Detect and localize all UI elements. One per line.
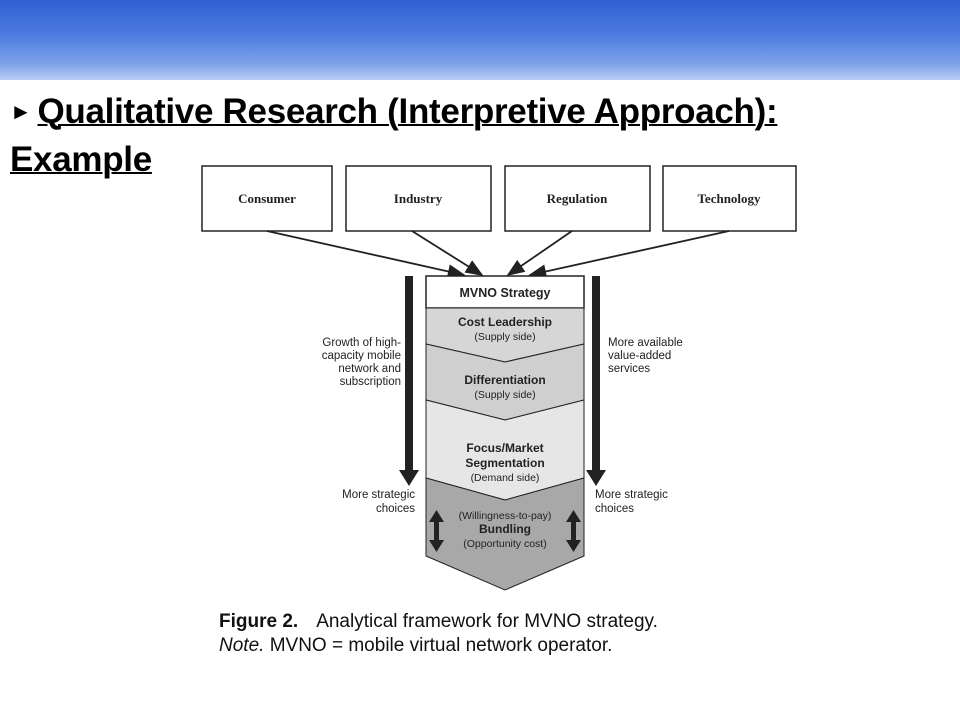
- left-vertical-arrow: [399, 276, 419, 486]
- slide-title: ►Qualitative Research (Interpretive Appr…: [10, 88, 910, 184]
- stage-subtitle-cost-leadership: (Supply side): [474, 331, 535, 343]
- figure-text: Analytical framework for MVNO strategy.: [316, 611, 658, 632]
- factor-label-regulation: Regulation: [547, 191, 608, 206]
- note-text: MVNO = mobile virtual network operator.: [269, 635, 613, 656]
- factor-box-industry: Industry: [345, 165, 492, 232]
- left-outcome-label: More strategic choices: [342, 489, 415, 515]
- stage-bundling: [425, 477, 585, 591]
- left-driver-label: Growth of high- capacity mobile network …: [322, 337, 401, 388]
- arrow-regulation: [506, 230, 573, 277]
- svg-text:services: services: [608, 363, 650, 375]
- arrow-industry: [411, 230, 484, 276]
- title-line-2: Example: [10, 140, 152, 179]
- svg-text:More available: More available: [608, 337, 683, 349]
- svg-text:More strategic: More strategic: [595, 489, 668, 501]
- svg-text:network and: network and: [338, 363, 401, 375]
- header-banner: [0, 0, 960, 80]
- strategy-header-box: MVNO Strategy: [425, 275, 585, 309]
- right-vertical-arrow: [586, 276, 606, 486]
- factor-label-consumer: Consumer: [238, 191, 296, 206]
- stage-title-focus-line1: Focus/Market: [466, 441, 543, 455]
- factor-label-industry: Industry: [394, 191, 443, 206]
- factor-box-technology: Technology: [662, 165, 797, 232]
- factor-arrows: [266, 230, 730, 279]
- right-outcome-label: More strategic choices: [595, 489, 668, 515]
- svg-text:capacity mobile: capacity mobile: [322, 350, 401, 362]
- bullet-arrow-icon: ►: [10, 99, 32, 124]
- stage-title-focus-line2: Segmentation: [465, 456, 544, 470]
- arrow-technology: [528, 230, 730, 279]
- figure-caption: Figure 2. Analytical framework for MVNO s…: [219, 610, 859, 658]
- stage-title-differentiation: Differentiation: [464, 373, 545, 387]
- svg-text:subscription: subscription: [340, 376, 401, 388]
- title-line-1: Qualitative Research (Interpretive Appro…: [37, 92, 778, 131]
- stage-top-bundling: (Willingness-to-pay): [459, 510, 552, 522]
- svg-text:More strategic: More strategic: [342, 489, 415, 501]
- bundling-double-arrow-right-icon: [566, 510, 581, 552]
- svg-text:value-added: value-added: [608, 350, 671, 362]
- stage-subtitle-bundling: (Opportunity cost): [463, 538, 546, 550]
- bundling-double-arrow-left-icon: [429, 510, 444, 552]
- note-label: Note.: [219, 635, 265, 656]
- factor-label-technology: Technology: [697, 191, 761, 206]
- svg-text:choices: choices: [595, 503, 634, 515]
- stage-subtitle-differentiation: (Supply side): [474, 389, 535, 401]
- strategy-header-label: MVNO Strategy: [460, 286, 551, 300]
- right-driver-label: More available value-added services: [608, 337, 683, 375]
- stage-title-cost-leadership: Cost Leadership: [458, 315, 552, 329]
- stage-subtitle-focus: (Demand side): [471, 472, 540, 484]
- factor-box-consumer: Consumer: [201, 165, 333, 232]
- figure-label: Figure 2.: [219, 611, 299, 632]
- svg-text:Growth of high-: Growth of high-: [322, 337, 401, 349]
- svg-text:choices: choices: [376, 503, 415, 515]
- stage-title-bundling: Bundling: [479, 522, 531, 536]
- factor-box-regulation: Regulation: [504, 165, 651, 232]
- arrow-consumer: [266, 230, 466, 279]
